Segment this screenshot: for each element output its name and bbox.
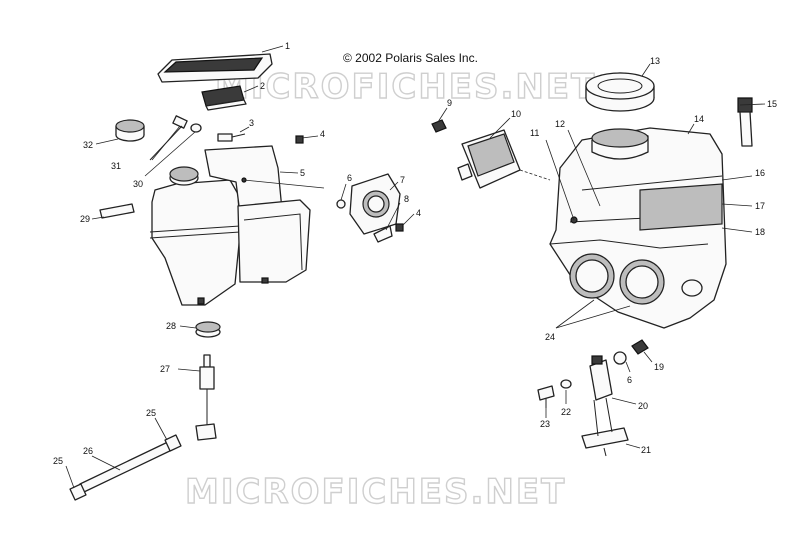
part-6-washer (336, 199, 346, 209)
callout-17: 17 (755, 201, 765, 211)
callout-28: 28 (166, 321, 176, 331)
callout-5: 5 (300, 168, 305, 178)
callout-26: 26 (83, 446, 93, 456)
callout-20: 20 (638, 401, 648, 411)
callout-6-right: 6 (627, 375, 632, 385)
callout-25: 25 (146, 408, 156, 418)
part-23-bolt (537, 385, 555, 408)
part-22-washer (560, 379, 572, 389)
copyright-text: © 2002 Polaris Sales Inc. (343, 51, 478, 65)
part-28-grommet (195, 321, 221, 338)
callout-numbers: 1 2 3 4 5 6 7 8 9 10 11 12 13 14 15 16 1… (53, 41, 777, 466)
callout-1: 1 (285, 41, 290, 51)
part-2-pad (201, 85, 247, 111)
callout-4-lower: 4 (416, 208, 421, 218)
callout-21: 21 (641, 445, 651, 455)
callout-7: 7 (400, 175, 405, 185)
callout-25-left: 25 (53, 456, 63, 466)
part-9-bolt (431, 119, 447, 133)
watermark-top: MICROFICHES.NET (215, 67, 596, 107)
part-6-washer-right (613, 351, 627, 365)
part-29-strip (99, 203, 135, 219)
callout-16: 16 (755, 168, 765, 178)
callout-13: 13 (650, 56, 660, 66)
callout-15: 15 (767, 99, 777, 109)
callout-27: 27 (160, 364, 170, 374)
part-1-cover (157, 53, 273, 83)
callout-4: 4 (320, 129, 325, 139)
callout-12: 12 (555, 119, 565, 129)
part-25-clamp-left (69, 483, 87, 501)
callout-10: 10 (511, 109, 521, 119)
callout-22: 22 (561, 407, 571, 417)
part-4-nut-upper (295, 135, 304, 144)
air-box (549, 127, 727, 329)
part-27-sensor (195, 354, 217, 441)
part-3-screw (217, 133, 246, 142)
part-21-bracket (581, 397, 629, 457)
callout-2: 2 (260, 81, 265, 91)
callout-18: 18 (755, 227, 765, 237)
oil-tank (149, 145, 311, 306)
part-7-throttle-body (349, 173, 401, 235)
callout-3: 3 (249, 118, 254, 128)
callout-6: 6 (347, 173, 352, 183)
callout-19: 19 (654, 362, 664, 372)
part-26-hose (79, 439, 177, 493)
callout-11: 11 (530, 128, 539, 138)
part-32-cap (115, 119, 145, 142)
callout-31: 31 (111, 161, 121, 171)
callout-9: 9 (447, 98, 452, 108)
part-20-regulator (589, 355, 613, 401)
part-13-ring (585, 72, 655, 112)
part-25-clamp-right (164, 434, 182, 452)
callout-24: 24 (545, 332, 555, 342)
callout-8: 8 (404, 194, 409, 204)
callout-30: 30 (133, 179, 143, 189)
watermark-bottom: MICROFICHES.NET (185, 472, 566, 512)
callout-32: 32 (83, 140, 93, 150)
part-4-nut-lower (395, 223, 404, 232)
part-31-bolt (149, 115, 188, 161)
callout-14: 14 (694, 114, 704, 124)
callout-29: 29 (80, 214, 90, 224)
callout-23: 23 (540, 419, 550, 429)
part-30-washer (190, 123, 202, 133)
leader-lines (65, 45, 766, 489)
part-10-module (457, 129, 551, 189)
part-19-bolt (631, 339, 649, 355)
part-8-fitting (373, 225, 393, 243)
